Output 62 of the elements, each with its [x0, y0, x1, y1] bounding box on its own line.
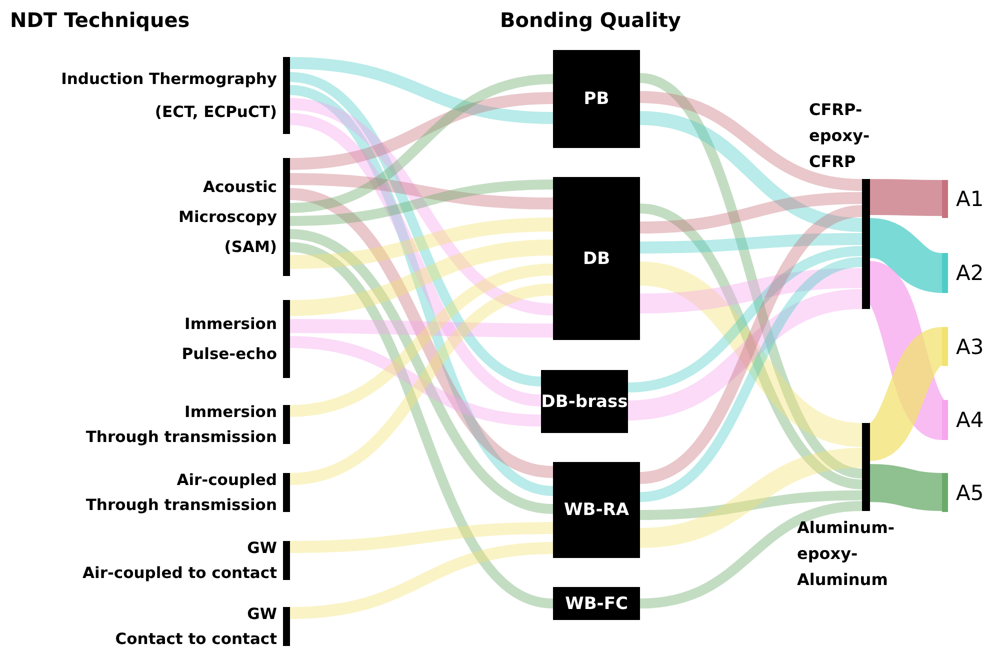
flow-band	[639, 111, 863, 232]
category-box: WB-FC	[553, 587, 640, 620]
flow-band	[640, 268, 862, 314]
flow-band	[640, 91, 862, 191]
flow-band	[290, 180, 554, 226]
technique-label: GW	[246, 538, 277, 558]
column-heading: Bonding Quality	[500, 8, 681, 32]
flow-band	[289, 264, 554, 417]
flow-band	[290, 319, 554, 338]
flow-band	[288, 113, 542, 406]
flow-band	[870, 464, 942, 511]
material-label: Aluminum-epoxy-Aluminum	[797, 517, 896, 591]
flow-band	[290, 218, 554, 269]
flow-band	[870, 179, 942, 216]
category-box: WB-RA	[553, 462, 640, 558]
flow-band	[290, 336, 542, 426]
class-label: A3	[956, 334, 984, 358]
column-heading: NDT Techniques	[10, 8, 190, 32]
category-box: DB	[553, 177, 640, 340]
technique-label: Induction Thermography	[60, 68, 277, 90]
flow-band	[290, 92, 554, 170]
flow-band	[640, 490, 862, 520]
flow-band	[290, 173, 554, 210]
technique-label: Immersion Pulse-echo	[180, 314, 277, 365]
flow-band	[289, 229, 554, 514]
flow-band	[289, 98, 554, 316]
category-box: DB-brass	[541, 370, 628, 433]
class-label: A1	[956, 187, 984, 211]
technique-label: Air-coupled to contact	[82, 562, 277, 584]
technique-label: Through transmission	[84, 494, 277, 516]
flow-band	[290, 522, 554, 553]
technique-label: (ECT, ECPuCT)	[154, 102, 277, 122]
class-label: A4	[956, 408, 984, 432]
flow-band	[288, 188, 554, 478]
flow-band	[639, 257, 863, 502]
technique-label: Through transmission	[84, 426, 277, 448]
class-label: A2	[956, 261, 984, 285]
flow-band	[640, 501, 862, 608]
flow-band	[290, 74, 554, 213]
flow-band	[638, 262, 864, 447]
flow-band	[290, 240, 554, 316]
flow-band	[868, 218, 944, 293]
technique-label: Immersion	[184, 402, 277, 422]
flow-band	[640, 192, 862, 234]
technique-label: Acoustic Microscopy (SAM)	[178, 177, 277, 258]
flow-band	[289, 284, 554, 485]
flow-band	[288, 72, 542, 386]
flow-band	[640, 233, 862, 254]
technique-label: GW	[246, 604, 277, 624]
flow-band	[639, 448, 863, 548]
flow-band	[288, 85, 554, 496]
flow-band	[288, 242, 554, 608]
technique-label: Contact to contact	[114, 628, 277, 649]
class-label: A5	[956, 480, 984, 504]
category-box: PB	[553, 50, 640, 148]
technique-label: Air-coupled	[176, 470, 277, 490]
flow-band	[628, 246, 862, 392]
flow-band	[627, 289, 863, 420]
flow-band	[290, 57, 554, 124]
flow-band	[290, 542, 554, 619]
flow-band	[638, 73, 864, 478]
material-label: CFRP-epoxy-CFRP	[809, 99, 871, 173]
